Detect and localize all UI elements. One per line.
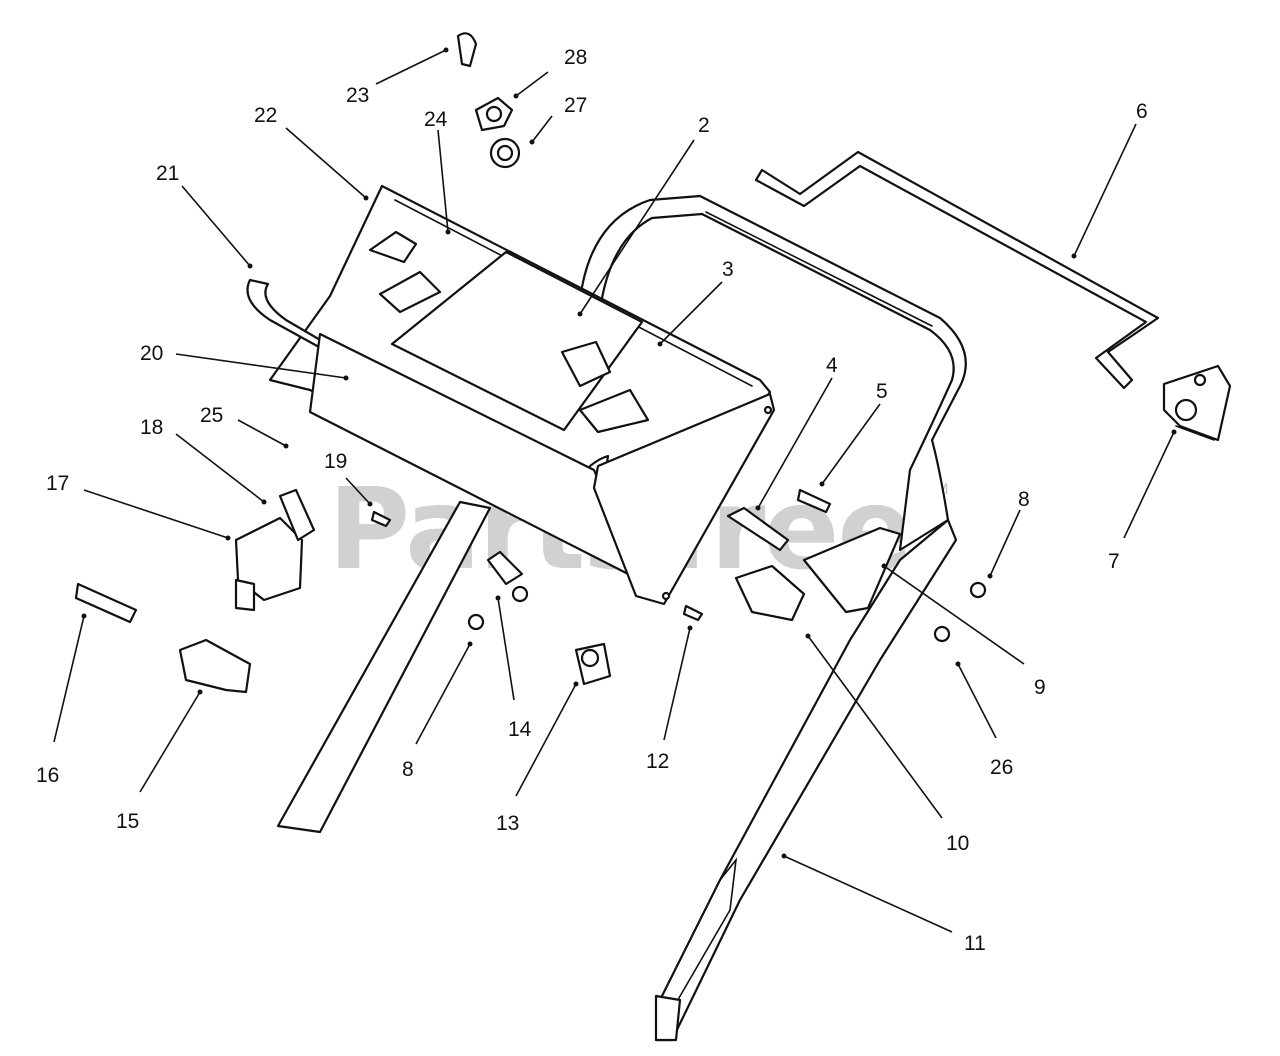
callout-label-3: 3 xyxy=(722,258,734,281)
callout-25: 25 xyxy=(200,404,289,449)
callout-label-12: 12 xyxy=(646,750,669,773)
callout-label-15: 15 xyxy=(116,810,139,833)
callout-26: 26 xyxy=(955,661,1013,779)
callout-5: 5 xyxy=(819,380,888,487)
pivot-hardware xyxy=(726,488,902,622)
callout-4: 4 xyxy=(755,354,838,511)
lower-handle-right xyxy=(654,518,958,1042)
callout-18: 18 xyxy=(140,416,267,505)
callout-label-10: 10 xyxy=(946,832,969,855)
callout-label-27: 27 xyxy=(564,94,587,117)
callout-label-7: 7 xyxy=(1108,550,1120,573)
callout-6: 6 xyxy=(1071,100,1148,259)
handle-bracket xyxy=(1162,364,1232,442)
callout-label-9: 9 xyxy=(1034,676,1046,699)
callout-label-24: 24 xyxy=(424,108,448,131)
callout-7: 7 xyxy=(1108,429,1177,573)
front-panel xyxy=(308,332,776,606)
callout-12: 12 xyxy=(646,625,693,773)
handle-grip-bolt xyxy=(74,582,252,694)
callout-label-21: 21 xyxy=(156,162,179,185)
callout-label-26: 26 xyxy=(990,756,1013,779)
callout-label-5: 5 xyxy=(876,380,888,403)
small-nuts xyxy=(370,510,987,643)
callout-28: 28 xyxy=(513,46,587,99)
callout-label-23: 23 xyxy=(346,84,369,107)
lower-handle-left xyxy=(276,500,492,834)
callout-label-28: 28 xyxy=(564,46,587,69)
callout-10: 10 xyxy=(805,633,969,855)
callout-22: 22 xyxy=(254,104,369,201)
callout-label-13: 13 xyxy=(496,812,519,835)
callout-label-22: 22 xyxy=(254,104,277,127)
callout-21: 21 xyxy=(156,162,253,269)
callout-16: 16 xyxy=(36,613,87,787)
callout-label-11: 11 xyxy=(964,932,986,955)
callout-label-4: 4 xyxy=(826,354,838,377)
callout-label-19: 19 xyxy=(324,450,347,473)
callout-label-14: 14 xyxy=(508,718,532,741)
callout-label-8-right: 8 xyxy=(1018,488,1030,511)
callout-14: 14 xyxy=(495,595,532,741)
callout-label-18: 18 xyxy=(140,416,163,439)
callout-8-right: 8 xyxy=(987,488,1030,579)
callout-9: 9 xyxy=(881,563,1046,699)
callout-19: 19 xyxy=(324,450,373,507)
callout-label-16: 16 xyxy=(36,764,59,787)
callout-17: 17 xyxy=(46,472,231,541)
callout-label-2: 2 xyxy=(698,114,710,137)
callout-label-25: 25 xyxy=(200,404,223,427)
grip-block xyxy=(234,488,316,612)
callout-label-8-left: 8 xyxy=(402,758,414,781)
upper-handle-bar xyxy=(754,150,1160,390)
callout-2: 2 xyxy=(577,114,710,317)
callout-20: 20 xyxy=(140,342,349,381)
callout-23: 23 xyxy=(346,47,449,107)
switch-assembly xyxy=(368,230,650,434)
ignition-switch xyxy=(574,642,612,686)
callout-label-17: 17 xyxy=(46,472,69,495)
callout-13: 13 xyxy=(496,681,579,835)
callout-label-20: 20 xyxy=(140,342,163,365)
key-nut-washer xyxy=(456,32,521,169)
callout-11: 11 xyxy=(781,853,986,955)
callout-label-6: 6 xyxy=(1136,100,1148,123)
grip-loop xyxy=(246,278,610,490)
callout-24: 24 xyxy=(424,108,451,235)
callout-15: 15 xyxy=(116,689,203,833)
callout-3: 3 xyxy=(657,258,734,347)
callout-8-left: 8 xyxy=(402,641,473,781)
callout-27: 27 xyxy=(529,94,587,145)
